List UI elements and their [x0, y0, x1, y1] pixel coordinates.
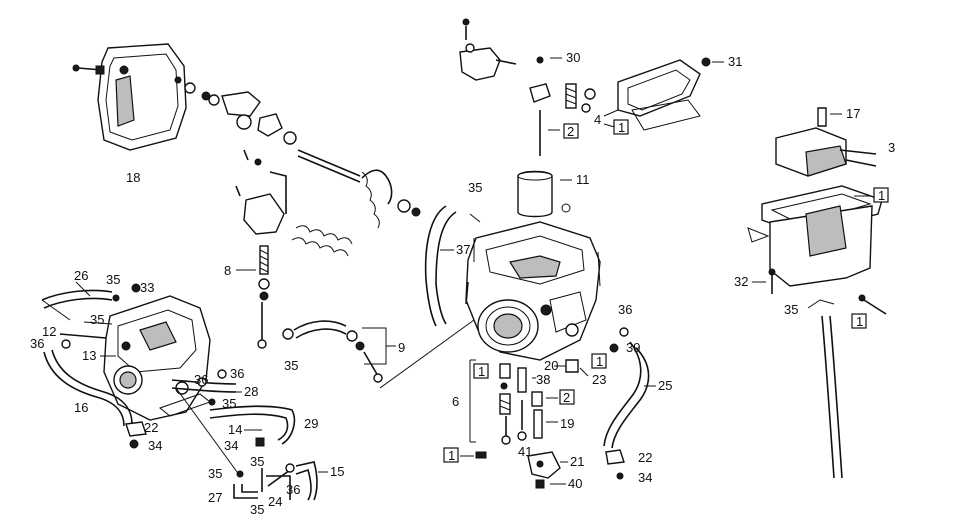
callout-36d: 36 — [286, 482, 300, 497]
callout-29: 29 — [304, 416, 318, 431]
callout-40: 40 — [568, 476, 582, 491]
callout-35c: 35 — [90, 312, 104, 327]
callout-34c: 34 — [638, 470, 652, 485]
callout-24: 24 — [268, 494, 282, 509]
upper-center-parts: 30 2 11 — [459, 18, 596, 218]
callout-12: 12 — [42, 324, 56, 339]
jet-parts-column: 6 1 38 2 19 41 21 40 1 — [443, 359, 584, 491]
callout-21: 21 — [570, 454, 584, 469]
callout-23: 23 — [592, 372, 606, 387]
callout-36b: 36 — [194, 372, 208, 387]
callout-6: 6 — [452, 394, 459, 409]
callout-35d: 35 — [284, 358, 298, 373]
callout-37: 37 — [456, 242, 470, 257]
left-hoses-and-clips: 26 35 33 35 12 36 13 16 36 36 28 35 29 — [30, 268, 344, 517]
callout-9: 9 — [398, 340, 405, 355]
callout-15: 15 — [330, 464, 344, 479]
float-bowl-parts: 17 3 1 32 35 1 — [734, 106, 895, 479]
callout-2a: 2 — [567, 124, 574, 139]
callout-17: 17 — [846, 106, 860, 121]
callout-35h: 35 — [250, 502, 264, 517]
callout-20: 20 — [544, 358, 558, 373]
callout-8: 8 — [224, 263, 231, 278]
pilot-screw-parts: 9 35 — [282, 319, 475, 389]
callout-38: 38 — [536, 372, 550, 387]
callout-1d: 1 — [596, 354, 603, 369]
callout-4: 4 — [594, 112, 601, 127]
callout-27: 27 — [208, 490, 222, 505]
choke-linkage-parts: 8 — [224, 149, 353, 349]
callout-36c: 36 — [230, 366, 244, 381]
callout-1a: 1 — [478, 364, 485, 379]
callout-28: 28 — [244, 384, 258, 399]
throttle-shaft-parts — [184, 82, 421, 229]
callout-34b: 34 — [224, 438, 238, 453]
callout-33: 33 — [140, 280, 154, 295]
callout-36a: 36 — [30, 336, 44, 351]
left-carburetor-body — [103, 295, 212, 421]
callout-2b: 2 — [563, 390, 570, 405]
callout-11: 11 — [576, 172, 590, 187]
top-cover-part: 18 — [72, 43, 187, 185]
callout-1c: 1 — [448, 448, 455, 463]
callout-35i: 35 — [784, 302, 798, 317]
callout-32: 32 — [734, 274, 748, 289]
vacuum-cap-parts: 31 4 1 — [594, 54, 742, 135]
callout-35b: 35 — [106, 272, 120, 287]
callout-13: 13 — [82, 348, 96, 363]
callout-31: 31 — [728, 54, 742, 69]
callout-16: 16 — [74, 400, 88, 415]
callout-1f: 1 — [618, 120, 625, 135]
callout-36e: 36 — [618, 302, 632, 317]
callout-22b: 22 — [638, 450, 652, 465]
callout-1g: 1 — [856, 314, 863, 329]
callout-35f: 35 — [208, 466, 222, 481]
callout-35g: 35 — [250, 454, 264, 469]
callout-1e: 1 — [878, 188, 885, 203]
callout-25: 25 — [658, 378, 672, 393]
callout-34a: 34 — [148, 438, 162, 453]
callout-30: 30 — [566, 50, 580, 65]
callout-19: 19 — [560, 416, 574, 431]
callout-35a: 35 — [468, 180, 482, 195]
callout-18: 18 — [126, 170, 140, 185]
callout-3: 3 — [888, 140, 895, 155]
callout-26: 26 — [74, 268, 88, 283]
hose-37-parts: 35 37 — [424, 180, 482, 327]
carburetor-body — [465, 221, 601, 361]
right-center-parts: 36 39 20 1 23 25 22 34 — [544, 302, 672, 485]
callout-22a: 22 — [144, 420, 158, 435]
callout-14: 14 — [228, 422, 242, 437]
